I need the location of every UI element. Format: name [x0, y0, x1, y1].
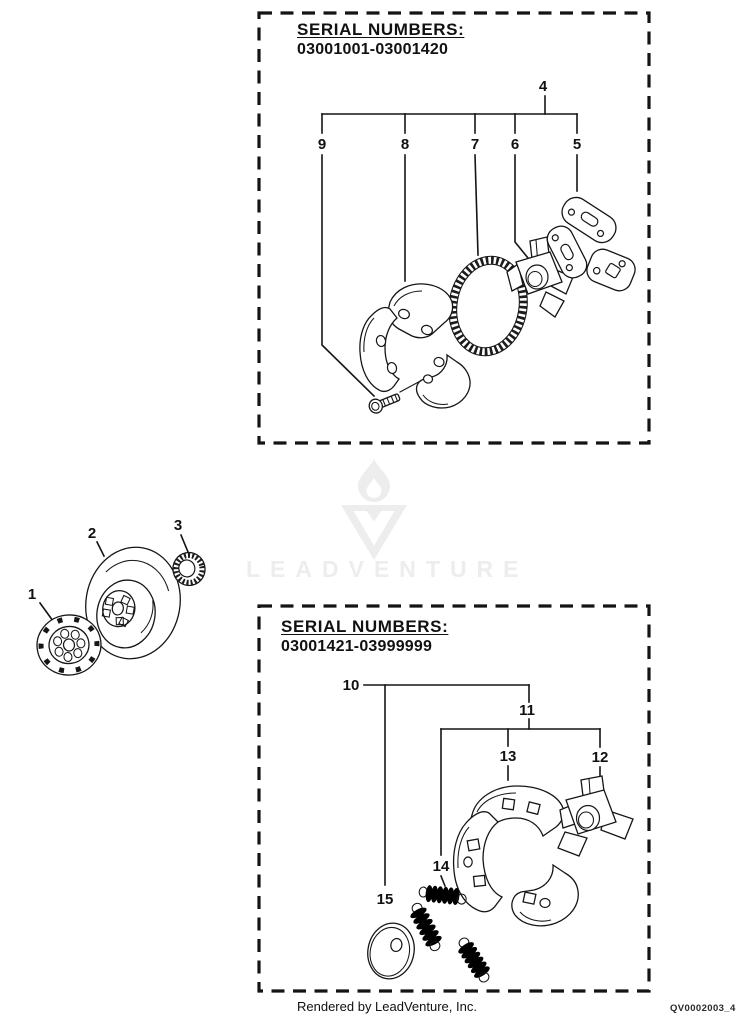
top-callout-lines [321, 95, 578, 398]
callout-label-2: 2 [88, 525, 96, 542]
clutch-spring-2 [410, 902, 442, 952]
bottom-callout-lines [363, 684, 601, 888]
serial-title-top: SERIAL NUMBERS: [297, 20, 465, 39]
washer-disc [367, 922, 415, 980]
callout-label-5: 5 [573, 136, 581, 153]
serial-title-bottom: SERIAL NUMBERS: [281, 617, 449, 636]
clutch-spring-1 [418, 885, 467, 905]
callout-label-8: 8 [401, 136, 409, 153]
serial-box-outline-top [257, 11, 651, 445]
callout-label-9: 9 [318, 136, 326, 153]
callout-label-11: 11 [519, 702, 535, 719]
needle-bearing [172, 551, 206, 587]
clutch-shoe-left-late [452, 811, 504, 913]
callout-label-12: 12 [592, 749, 609, 766]
middle-callout-lines [38, 533, 190, 623]
washer-plate-top [561, 196, 617, 244]
serial-box-outline-bottom [257, 604, 651, 993]
clutch-drum [85, 546, 181, 660]
clutch-spring-3 [458, 937, 490, 983]
footer-rendered-by: Rendered by LeadVenture, Inc. [297, 999, 477, 1014]
clutch-shoe-bottom-late [511, 863, 579, 927]
serial-header-bottom: SERIAL NUMBERS: 03001421-03999999 [281, 617, 448, 656]
callout-label-6: 6 [511, 136, 519, 153]
washer-plate-bottom [586, 248, 636, 292]
callout-label-15: 15 [377, 891, 394, 908]
serial-header-top: SERIAL NUMBERS: 03001001-03001420 [297, 20, 464, 59]
callout-label-13: 13 [500, 748, 517, 765]
clutch-shoe-bottom [415, 353, 471, 409]
clutch-bolt [368, 393, 401, 414]
callout-label-1: 1 [28, 586, 36, 603]
washer-plate-middle [546, 225, 588, 279]
callout-label-4: 4 [539, 78, 548, 95]
callout-label-14: 14 [433, 858, 450, 875]
callout-label-7: 7 [471, 136, 479, 153]
clutch-shoe-left [359, 306, 400, 393]
leadventure-logo-watermark-icon [341, 459, 407, 560]
callout-labels: 4 9 8 7 6 5 1 2 3 10 11 13 12 14 15 [28, 78, 609, 908]
serial-range-top: 03001001-03001420 [297, 40, 449, 58]
callout-label-10: 10 [343, 677, 360, 694]
clutch-spider-early [506, 236, 574, 318]
rim-sprocket [36, 614, 102, 676]
watermark-brand-text: LEADVENTURE [246, 556, 529, 582]
footer-doc-code: QV0002003_4 [670, 1003, 736, 1014]
clutch-shoe-top [387, 283, 454, 339]
clutch-spider-late [557, 775, 634, 857]
serial-range-bottom: 03001421-03999999 [281, 637, 433, 655]
callout-label-3: 3 [174, 517, 182, 534]
